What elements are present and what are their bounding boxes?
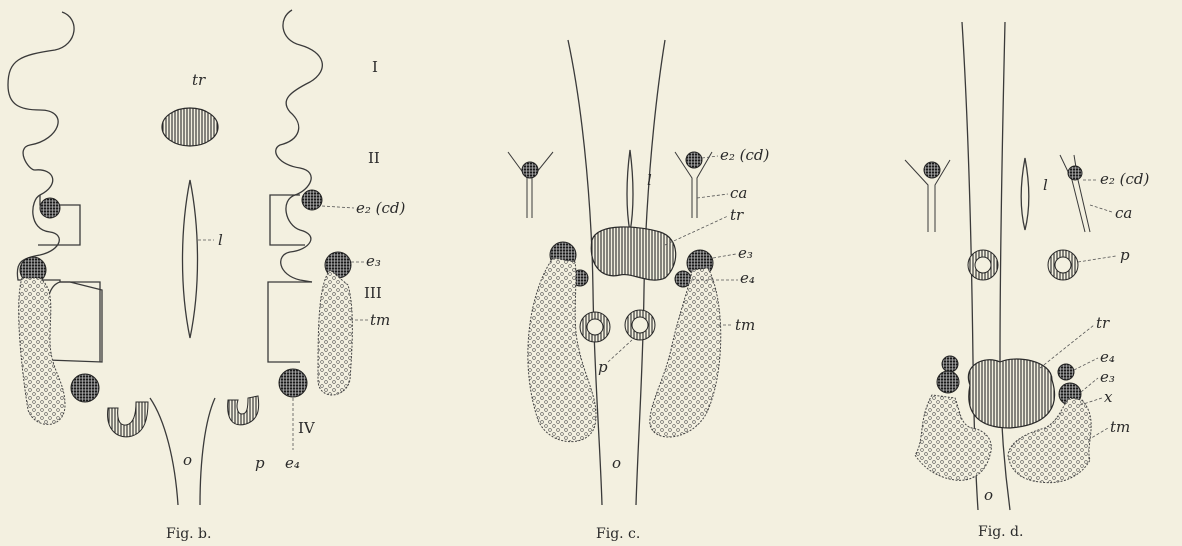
fig-b-oesophagus-left: [150, 398, 178, 505]
fig-d-p-right: [1048, 250, 1078, 280]
fig-c-label-tr: tr: [730, 206, 744, 224]
fig-d-label-tr: tr: [1096, 314, 1110, 332]
fig-c-label-o: o: [612, 454, 621, 472]
fig-d-caption: Fig. d.: [978, 524, 1023, 540]
fig-b-p-left: [108, 402, 148, 437]
fig-b-l-structure: [183, 180, 198, 338]
fig-b-right-lower-canal: [268, 282, 312, 362]
fig-d-label-x: x: [1104, 388, 1113, 406]
fig-d-e2-left: [924, 162, 940, 178]
fig-c-l-structure: [627, 150, 633, 232]
fig-c-label-tm: tm: [735, 316, 755, 334]
fig-c-tm-right: [650, 268, 721, 437]
fig-d-label-o: o: [984, 486, 993, 504]
fig-b-right-body-outline: [276, 10, 323, 282]
fig-c-label-l: l: [647, 171, 652, 189]
figure-b: tr l I II e₂ (cd) e₃ III tm o p IV e₄ Fi…: [8, 10, 406, 542]
fig-d-e4-left: [942, 356, 958, 372]
fig-d-label-e2: e₂ (cd): [1100, 170, 1150, 188]
fig-c-label-e2: e₂ (cd): [720, 146, 770, 164]
fig-c-label-e4: e₄: [740, 269, 755, 287]
figure-c: l e₂ (cd) ca tr e₃ e₄ tm p o Fig. c.: [508, 40, 770, 542]
fig-c-e2-right: [686, 152, 702, 168]
fig-b-label-tm: tm: [370, 311, 390, 329]
fig-d-label-e3: e₃: [1100, 368, 1115, 386]
fig-d-label-p: p: [1120, 246, 1130, 264]
fig-c-caption: Fig. c.: [596, 526, 640, 542]
fig-b-p-right: [228, 396, 259, 425]
fig-b-e2-left: [40, 198, 60, 218]
fig-d-label-tm: tm: [1110, 418, 1130, 436]
fig-b-label-o: o: [183, 451, 192, 469]
fig-d-label-ca: ca: [1115, 204, 1132, 222]
fig-b-e4-right: [279, 369, 307, 397]
fig-c-e2-left: [522, 162, 538, 178]
fig-d-e4-right: [1058, 364, 1074, 380]
fig-b-tm-right: [318, 270, 352, 395]
fig-b-label-l: l: [218, 231, 223, 249]
fig-d-oesophagus-right: [1000, 22, 1010, 510]
fig-d-label-l: l: [1043, 176, 1048, 194]
fig-b-caption: Fig. b.: [166, 526, 211, 542]
fig-b-oesophagus-right: [200, 398, 215, 505]
fig-c-label-e3: e₃: [738, 244, 753, 262]
fig-d-e2-right: [1068, 166, 1082, 180]
fig-b-label-seg2: II: [368, 149, 380, 167]
fig-b-label-e4: e₄: [285, 454, 300, 472]
fig-d-label-e4: e₄: [1100, 348, 1115, 366]
fig-c-tr-structure: [591, 227, 675, 280]
fig-c-tm-left: [528, 258, 596, 442]
fig-c-p-right: [625, 310, 655, 340]
fig-d-e3-left: [937, 371, 959, 393]
fig-b-label-seg4: IV: [298, 419, 316, 437]
fig-d-tr-structure: [968, 359, 1054, 428]
fig-b-label-seg3: III: [364, 284, 382, 302]
fig-b-left-lower-canal: [60, 282, 100, 362]
fig-b-e4-left: [71, 374, 99, 402]
fig-b-label-e3: e₃: [366, 252, 381, 270]
fig-b-label-seg1: I: [372, 58, 378, 76]
fig-b-label-e2: e₂ (cd): [356, 199, 406, 217]
fig-b-tr-structure: [162, 108, 218, 146]
fig-b-label-p: p: [255, 454, 265, 472]
figure-d: l e₂ (cd) ca p tr e₄ e₃ x tm o Fig. d.: [905, 22, 1150, 540]
fig-d-p-left: [968, 250, 998, 280]
fig-c-label-ca: ca: [730, 184, 747, 202]
fig-b-e2-right: [302, 190, 322, 210]
fig-b-tm-left: [19, 278, 65, 424]
fig-c-label-p: p: [598, 358, 608, 376]
fig-d-l-structure: [1021, 158, 1029, 230]
fig-b-label-tr: tr: [192, 71, 206, 89]
fig-c-p-left: [580, 312, 610, 342]
